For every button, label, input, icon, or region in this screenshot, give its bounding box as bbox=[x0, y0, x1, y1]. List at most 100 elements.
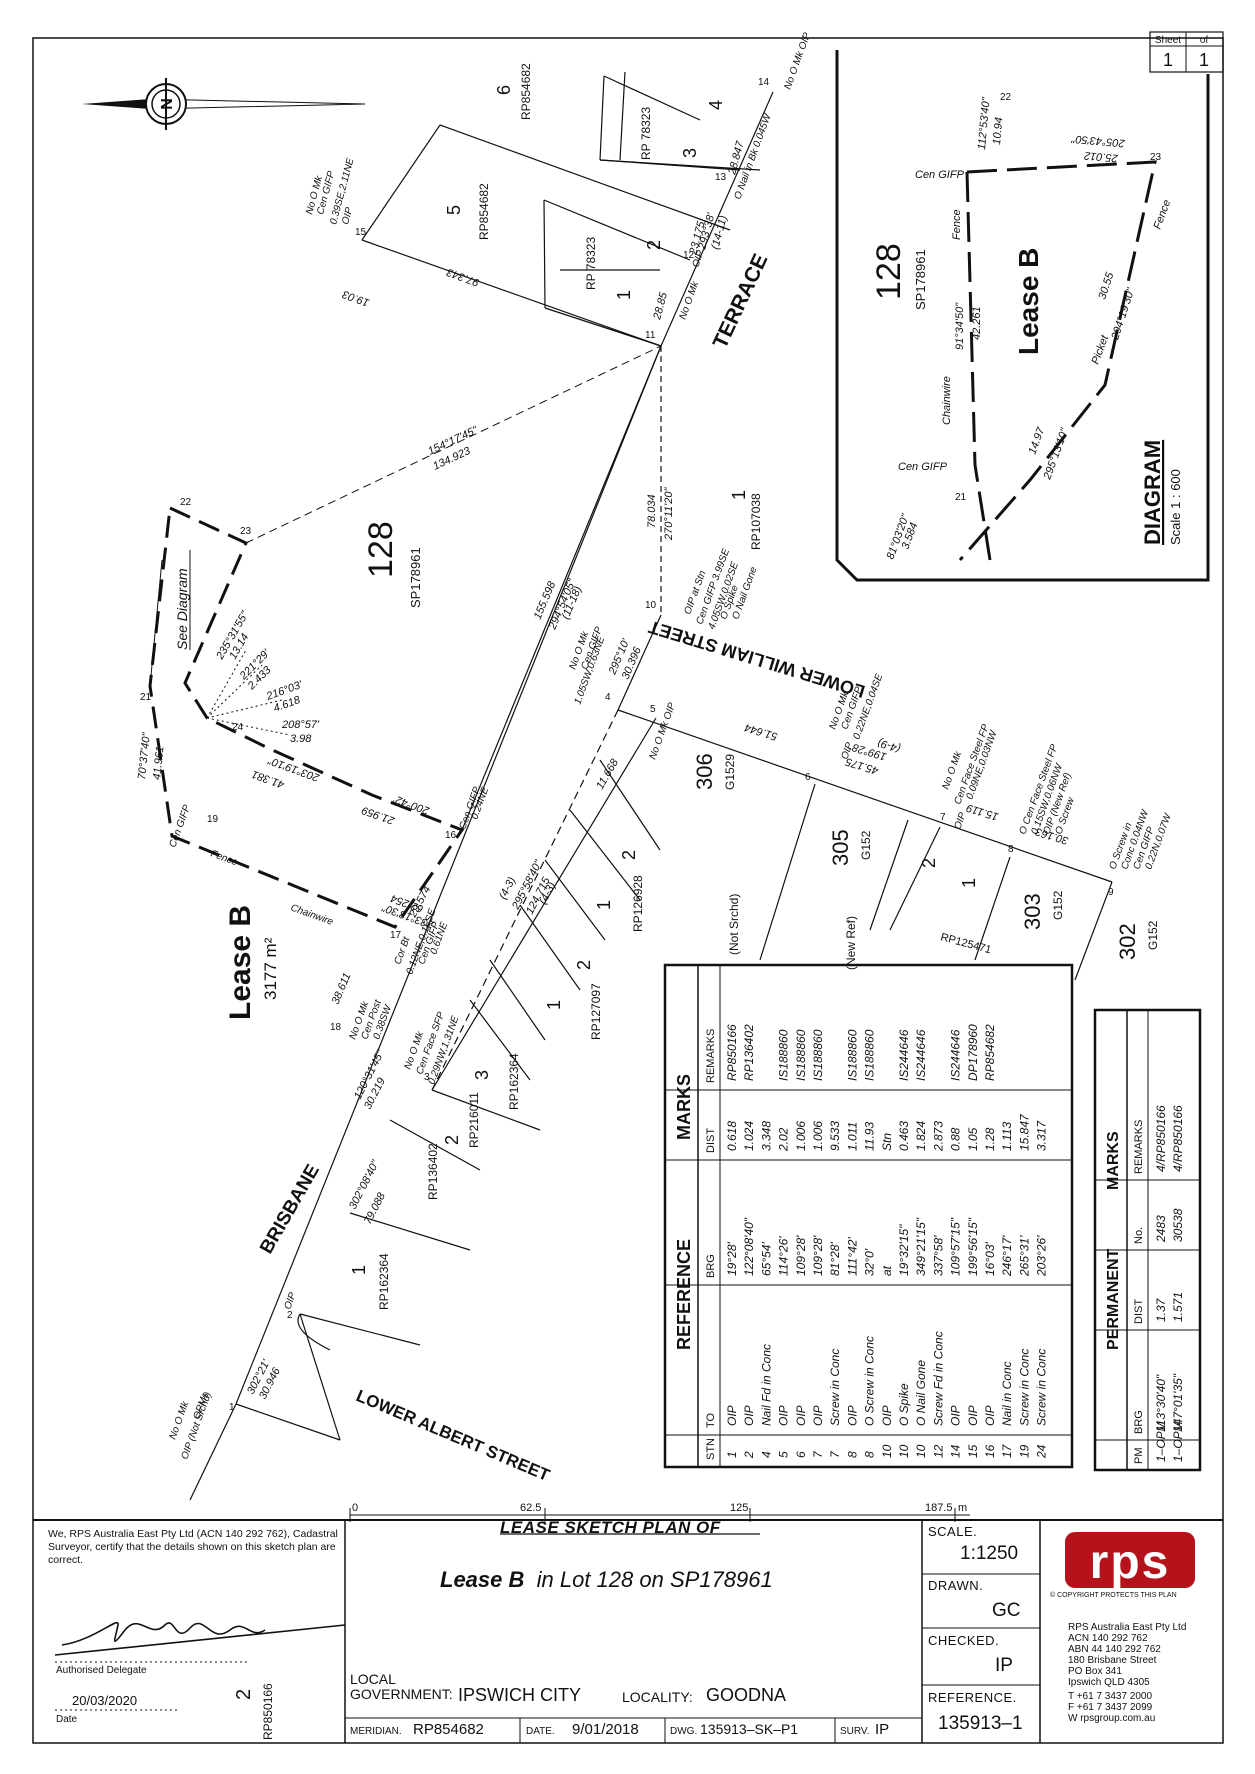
ref-cell-18-1: Screw in Conc bbox=[1035, 1349, 1049, 1426]
lot-5: 5 bbox=[444, 205, 464, 215]
authorised-delegate-label: Authorised Delegate bbox=[56, 1665, 147, 1676]
local-gov-label-b: GOVERNMENT: bbox=[350, 1686, 453, 1702]
diagram-lot: 128 bbox=[870, 243, 908, 300]
rps-logo-wordmark: rps bbox=[1090, 1536, 1171, 1589]
surv-label: SURV. bbox=[840, 1726, 870, 1737]
ref-cell-0-3: 0.618 bbox=[725, 1121, 739, 1151]
ref-cell-16-0: 17 bbox=[1000, 1443, 1014, 1458]
lot-305-plan: G152 bbox=[859, 830, 873, 860]
dim-d32: 38.611 bbox=[330, 971, 354, 1006]
dim-d6: 78.034 bbox=[646, 494, 658, 528]
pt-21: 21 bbox=[140, 692, 152, 703]
date-label: Date bbox=[56, 1714, 78, 1725]
ref-cell-14-3: 1.05 bbox=[966, 1127, 980, 1151]
pt-5: 5 bbox=[650, 704, 656, 715]
diagram-picket: Picket bbox=[1090, 333, 1112, 366]
ref-header-3: DIST bbox=[705, 1128, 717, 1153]
note-15d: OIP bbox=[340, 206, 355, 226]
diagram-b3: 91°34'50" bbox=[954, 302, 966, 350]
ref-cell-0-0: 1 bbox=[725, 1451, 739, 1458]
lot-306: 306 bbox=[692, 753, 717, 790]
pt-12: 12 bbox=[683, 250, 695, 261]
ref-header-4: REMARKS bbox=[705, 1029, 717, 1083]
ref-cell-12-2: 337°58' bbox=[931, 1235, 945, 1276]
ref-cell-3-3: 2.02 bbox=[777, 1127, 791, 1152]
lot-rp78323-a: RP 78323 bbox=[584, 237, 598, 290]
ref-cell-11-0: 10 bbox=[914, 1444, 928, 1458]
local-gov-label: LOCAL GOVERNMENT: bbox=[350, 1672, 453, 1702]
ref-cell-5-4: IS188860 bbox=[811, 1029, 825, 1081]
diagram-b4d: 30.55 bbox=[1096, 270, 1116, 301]
ref-cell-18-3: 3.317 bbox=[1035, 1120, 1049, 1151]
lot-6: 6 bbox=[494, 85, 514, 95]
perm-header-2: DIST bbox=[1133, 1299, 1145, 1324]
note-14: No O Mk OIP bbox=[782, 31, 813, 91]
copyright-notice: © COPYRIGHT PROTECTS THIS PLAN bbox=[1050, 1592, 1177, 1599]
ref-cell-1-4: RP136402 bbox=[742, 1024, 756, 1081]
ref-cell-1-2: 122°08'40" bbox=[742, 1217, 756, 1276]
pt-24: 24 bbox=[232, 722, 244, 733]
perm-cell-1-2: 1.571 bbox=[1171, 1292, 1185, 1322]
company-acn: ACN 140 292 762 bbox=[1068, 1633, 1148, 1644]
ref-cell-15-1: OIP bbox=[983, 1405, 997, 1426]
locality-value: GOODNA bbox=[706, 1685, 787, 1705]
perm-cell-0-3: 2483 bbox=[1154, 1215, 1168, 1243]
ref-cell-6-1: Screw in Conc bbox=[828, 1349, 842, 1426]
lot-1-rp162364: 1 bbox=[349, 1265, 369, 1275]
diagram-cen-gifp-a: Cen GIFP bbox=[915, 169, 965, 181]
diagram-cen-gifp-b: Cen GIFP bbox=[898, 461, 948, 473]
ref-cell-17-2: 265°31' bbox=[1017, 1235, 1031, 1277]
ref-cell-15-3: 1.28 bbox=[983, 1127, 997, 1151]
ref-cell-4-0: 6 bbox=[794, 1451, 808, 1458]
diagram-b4: 294°19'30" bbox=[1109, 286, 1138, 342]
ref-cell-2-3: 3.348 bbox=[759, 1121, 773, 1151]
diagram-inset: DIAGRAM Scale 1 : 600 128 SP178961 Lease… bbox=[835, 50, 1210, 582]
ref-cell-8-4: IS188860 bbox=[863, 1029, 877, 1081]
perm-header-3: No. bbox=[1133, 1227, 1145, 1244]
note-2: OIP bbox=[282, 1291, 298, 1311]
ref-cell-17-3: 15.847 bbox=[1017, 1113, 1031, 1151]
company-tel: T +61 7 3437 2000 bbox=[1068, 1691, 1153, 1702]
signature-image bbox=[54, 1622, 346, 1656]
diagram-b2: 205°43'50" bbox=[1070, 132, 1126, 149]
diagram-pt-22: 22 bbox=[1000, 92, 1012, 103]
date2-value: 9/01/2018 bbox=[572, 1721, 639, 1738]
ref-cell-18-2: 203°26' bbox=[1035, 1235, 1049, 1277]
ref-cell-14-4: DP178960 bbox=[966, 1024, 980, 1081]
ref-cell-8-1: O Screw in Conc bbox=[863, 1336, 877, 1426]
company-web: W rpsgroup.com.au bbox=[1068, 1713, 1156, 1724]
ref-cell-18-0: 24 bbox=[1035, 1444, 1049, 1459]
ref-cell-17-0: 19 bbox=[1017, 1444, 1031, 1458]
scale-bar: 0 62.5 125 187.5 m bbox=[349, 1502, 970, 1522]
not-srchd: (Not Srchd) bbox=[727, 894, 741, 955]
ref-cell-13-2: 109°57'15" bbox=[949, 1217, 963, 1276]
dim-d21: 208°57' bbox=[281, 719, 320, 731]
local-gov-label-a: LOCAL bbox=[350, 1671, 396, 1687]
street-terrace: TERRACE bbox=[709, 250, 773, 352]
dim-d10: 28.85 bbox=[651, 290, 670, 322]
plan-title: LEASE SKETCH PLAN OF bbox=[500, 1518, 721, 1537]
pt-3: 3 bbox=[424, 1072, 430, 1083]
lot-3: 3 bbox=[472, 1070, 492, 1080]
note-fence: Fence bbox=[209, 848, 239, 868]
pt-2: 2 bbox=[287, 1310, 293, 1321]
ref-cell-3-2: 114°26' bbox=[777, 1236, 791, 1276]
lot-rp78323-b: RP 78323 bbox=[639, 107, 653, 160]
ref-cell-14-2: 199°56'15" bbox=[966, 1217, 980, 1276]
pt-14: 14 bbox=[758, 77, 770, 88]
diagram-pt-23: 23 bbox=[1150, 152, 1162, 163]
perm-title-a: PERMANENT bbox=[1105, 1248, 1122, 1350]
diagram-lease: Lease B bbox=[1013, 248, 1044, 355]
ref-cell-9-1: OIP bbox=[880, 1405, 894, 1426]
ref-cell-10-1: O Spike bbox=[897, 1383, 911, 1426]
diagram-fence-b: Fence bbox=[1152, 198, 1174, 231]
diagram-pt-21: 21 bbox=[955, 492, 967, 503]
sheet-number-box: Sheet of 1 1 bbox=[1149, 31, 1224, 73]
lot-6-plan: RP854682 bbox=[519, 63, 533, 120]
ref-header-2: BRG bbox=[705, 1254, 717, 1278]
ref-cell-10-2: 19°32'15" bbox=[897, 1224, 911, 1276]
dim-d7: 270°11'20" bbox=[663, 486, 675, 541]
diagram-lot-plan: SP178961 bbox=[913, 249, 928, 310]
